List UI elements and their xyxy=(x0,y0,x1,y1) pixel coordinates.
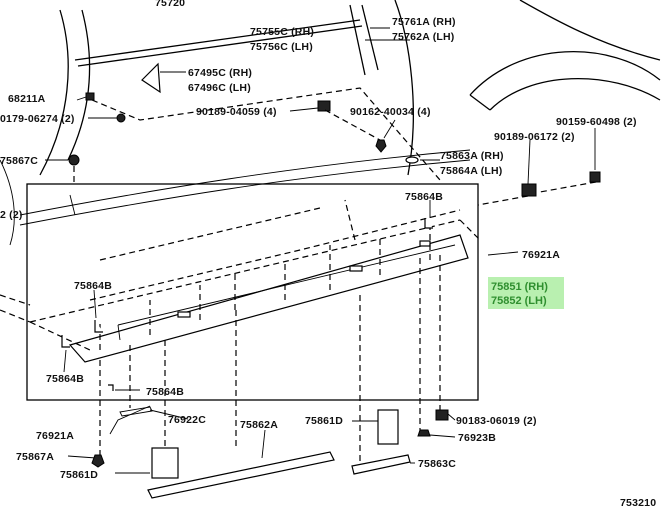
solid-leader-lines xyxy=(45,27,596,474)
label-76922c: 76922C xyxy=(168,414,206,426)
car-body-outline xyxy=(0,0,661,246)
moulding-75863c xyxy=(351,454,411,475)
label-75755c: 75755C (RH) xyxy=(250,26,314,38)
screw-90179 xyxy=(116,113,126,123)
emblem-75863a xyxy=(405,156,419,164)
clip-90189-06172 xyxy=(521,183,537,197)
clip-90189-04059 xyxy=(317,100,331,112)
clip-75864b-bottom xyxy=(108,384,114,391)
label-75864a: 75864A (LH) xyxy=(440,165,503,177)
corner-trim-part xyxy=(141,62,161,94)
clip-76923b xyxy=(417,429,431,437)
label-75861d-right: 75861D xyxy=(305,415,343,427)
label-90189-04059: 90189-04059 (4) xyxy=(196,106,277,118)
label-90179: 0179-06274 (2) xyxy=(0,113,75,125)
screw-90183 xyxy=(435,409,449,421)
label-75864b-bottom: 75864B xyxy=(146,386,184,398)
moulding-75862a xyxy=(147,451,335,499)
label-75720: 75720 xyxy=(155,0,185,9)
clip-75864b-bottom-left xyxy=(61,335,70,348)
label-partial-2: 2 (2) xyxy=(0,209,23,221)
rocker-panel-moulding xyxy=(68,234,469,363)
label-67496c: 67496C (LH) xyxy=(188,82,251,94)
highlight-box xyxy=(488,277,564,309)
label-90159-60498: 90159-60498 (2) xyxy=(556,116,637,128)
label-76923b: 76923B xyxy=(458,432,496,444)
label-75851-rh: 75851 (RH) xyxy=(491,281,548,293)
clip-75867c xyxy=(68,154,80,166)
label-75864b-top: 75864B xyxy=(405,191,443,203)
label-75762a: 75762A (LH) xyxy=(392,31,455,43)
label-75862a: 75862A xyxy=(240,419,278,431)
label-75864b-bottom-left: 75864B xyxy=(46,373,84,385)
clip-90162 xyxy=(375,139,387,153)
block-75861d-left xyxy=(151,447,179,479)
clip-75864b-left xyxy=(94,320,103,333)
label-75863c: 75863C xyxy=(418,458,456,470)
label-90183-06019: 90183-06019 (2) xyxy=(456,415,537,427)
label-68211a: 68211A xyxy=(8,93,46,105)
label-90189-06172: 90189-06172 (2) xyxy=(494,131,575,143)
label-75867c: 75867C xyxy=(0,155,38,167)
label-75756c: 75756C (LH) xyxy=(250,41,313,53)
assembly-frame xyxy=(26,183,479,401)
label-75863a: 75863A (RH) xyxy=(440,150,504,162)
label-75861d-left: 75861D xyxy=(60,469,98,481)
dashed-leader-lines xyxy=(73,87,597,465)
label-76921a-right: 76921A xyxy=(522,249,560,261)
clip-76922c xyxy=(119,406,153,417)
clip-75867a xyxy=(91,454,105,468)
label-75761a: 75761A (RH) xyxy=(392,16,456,28)
label-90162-40034: 90162-40034 (4) xyxy=(350,106,431,118)
block-75861d-right xyxy=(377,409,399,445)
label-75864b-left: 75864B xyxy=(74,280,112,292)
label-67495c: 67495C (RH) xyxy=(188,67,252,79)
clip-68211a xyxy=(85,92,95,101)
dashed-guide-lines xyxy=(0,207,481,351)
diagram-id: 753210 xyxy=(620,497,656,509)
clip-75864b-top xyxy=(424,218,433,229)
label-76921a-left: 76921A xyxy=(36,430,74,442)
label-75867a: 75867A xyxy=(16,451,54,463)
nut-90159 xyxy=(589,171,601,183)
label-75852-lh: 75852 (LH) xyxy=(491,295,547,307)
